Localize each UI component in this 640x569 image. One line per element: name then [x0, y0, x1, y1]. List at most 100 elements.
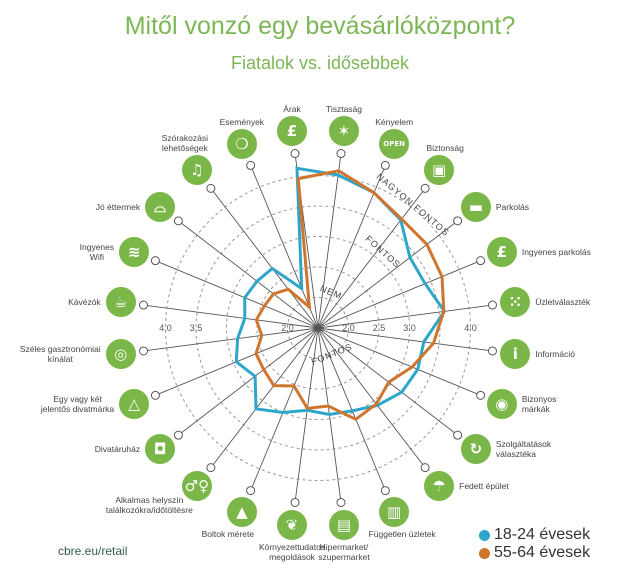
legend-label: 18-24 évesek	[494, 526, 591, 543]
category-label: Ingyenes Wifi	[79, 241, 115, 262]
axis-endpoint	[139, 300, 149, 310]
axis-endpoint	[206, 463, 216, 473]
refresh-circle-icon: ↻	[460, 434, 491, 465]
axis-endpoint	[476, 256, 486, 266]
axis-endpoint	[476, 390, 486, 400]
lock-icon: ▣	[424, 155, 455, 186]
coffee-icon: ☕	[105, 287, 136, 318]
cloche-icon: ⌓	[145, 191, 176, 222]
legend-item-old: 55-64 évesek	[479, 544, 590, 562]
open-sign-icon: OPEN	[379, 129, 410, 160]
tick-label: 3.0	[403, 323, 416, 333]
category-label: Tisztaság	[325, 103, 362, 114]
legend-label: 55-64 évesek	[494, 544, 591, 561]
axis-line	[143, 304, 319, 329]
category-label: Fedett épület	[459, 480, 509, 491]
wifi-icon: ≋	[119, 236, 150, 267]
axis-line	[317, 188, 426, 329]
grid-ring	[165, 175, 471, 481]
axis-line	[317, 260, 481, 329]
tick-label: 4.0	[159, 323, 172, 333]
axis-endpoint	[336, 149, 346, 159]
axis-line	[317, 153, 342, 329]
axis-endpoint	[139, 346, 149, 356]
axis-line	[317, 220, 458, 329]
category-label: Hipermarket/ szupermarket	[318, 542, 370, 563]
axis-endpoint	[453, 430, 463, 440]
axis-endpoint	[420, 463, 430, 473]
axis-endpoint	[290, 497, 300, 507]
category-label: Üzletválaszték	[535, 297, 591, 308]
tick-label: 2.0	[281, 323, 294, 333]
category-label: Parkolás	[495, 201, 529, 212]
category-label: Kényelem	[375, 117, 414, 128]
tick-label: 1.5	[312, 323, 325, 333]
axis-line	[210, 327, 319, 468]
axis-line	[294, 327, 319, 503]
tick-label: 2.0	[342, 323, 355, 333]
axis-endpoint	[380, 160, 390, 170]
axis-endpoint	[487, 346, 497, 356]
plate-icon: ◎	[105, 338, 136, 369]
axis-endpoint	[206, 183, 216, 193]
axis-endpoint	[420, 183, 430, 193]
category-label: Ingyenes parkolás	[521, 246, 591, 257]
category-label: Környezettudatos megoldások	[258, 542, 326, 563]
axis-line	[143, 327, 319, 352]
axis-line	[155, 260, 319, 329]
shopping-bag-icon: ◘	[145, 434, 176, 465]
dots-circle-icon: ⁙	[500, 287, 531, 318]
legend-item-young: 18-24 évesek	[479, 526, 590, 544]
cart-icon: ▤	[328, 510, 359, 541]
category-label: Független üzletek	[368, 528, 436, 539]
axis-line	[250, 165, 319, 329]
axis-line	[317, 304, 493, 329]
tick-label: 4.0	[464, 323, 477, 333]
source-link[interactable]: cbre.eu/retail	[58, 544, 128, 558]
axis-endpoint	[173, 430, 183, 440]
zone-label-nem: NEM	[319, 283, 344, 301]
category-label: Információ	[535, 348, 575, 359]
category-label: Egy vagy két jelentős divatmárka	[40, 394, 115, 415]
grid-ring	[195, 205, 441, 451]
category-label: Kávézók	[68, 297, 101, 308]
axis-line	[210, 188, 319, 329]
axis-endpoint	[487, 300, 497, 310]
category-label: Biztonság	[426, 143, 464, 154]
axis-endpoint	[150, 390, 160, 400]
car-icon: ▬	[460, 191, 491, 222]
people-icon: ♂♀	[181, 470, 212, 501]
axis-endpoint	[150, 256, 160, 266]
axis-endpoint	[246, 486, 256, 496]
axis-line	[317, 327, 493, 352]
axis-endpoint	[173, 216, 183, 226]
free-parking-icon: £	[486, 236, 517, 267]
tick-label: 2.5	[373, 323, 386, 333]
info-icon: i	[500, 338, 531, 369]
axis-line	[317, 327, 481, 396]
category-label: Szórakozási lehetőségek	[161, 133, 208, 154]
grid-ring	[287, 297, 349, 359]
category-label: Jó éttermek	[95, 201, 141, 212]
axis-line	[317, 327, 426, 468]
category-label: Széles gasztronómiai kínálat	[19, 343, 101, 364]
axis-endpoint	[246, 160, 256, 170]
legend-swatch-orange	[479, 547, 490, 559]
category-label: Bizonyos márkák	[521, 394, 557, 415]
axis-line	[178, 220, 319, 329]
axis-endpoint	[380, 486, 390, 496]
triangle-icon: ▲	[226, 496, 257, 527]
axis-line	[317, 327, 386, 491]
umbrella-icon: ☂	[424, 470, 455, 501]
axis-line	[250, 327, 319, 491]
category-label: Események	[219, 117, 265, 128]
axis-endpoint	[336, 497, 346, 507]
legend-swatch-blue	[479, 529, 490, 541]
category-label: Boltok mérete	[201, 528, 255, 539]
tick-label: 3.5	[190, 323, 203, 333]
axis-endpoint	[453, 216, 463, 226]
guitar-icon: ♫	[181, 155, 212, 186]
leaf-icon: ❦	[277, 510, 308, 541]
